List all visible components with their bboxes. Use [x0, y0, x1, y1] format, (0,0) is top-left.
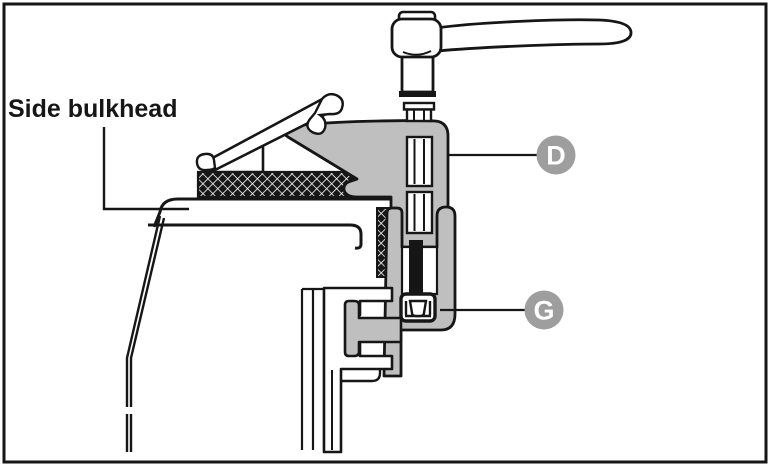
slot-lower-lines: [413, 194, 425, 231]
bulkhead-inner-wall-line: [129, 217, 166, 452]
callout-d-letter: D: [546, 141, 566, 171]
side-bulkhead-callout: Side bulkhead: [8, 95, 189, 211]
slot-lower: [405, 190, 434, 235]
nut-profile: [408, 299, 428, 318]
spacer-base: [399, 91, 436, 97]
bracket-lower-lip: [341, 369, 382, 383]
bulkhead-top-edge: [152, 197, 390, 228]
threaded-rod-assembly: [400, 240, 439, 296]
bulkhead-inner-panel: [300, 287, 326, 450]
callout-g: G: [440, 290, 564, 330]
locking-lever: [390, 10, 633, 123]
side-bulkhead-leader-line: [102, 127, 189, 211]
rail-hook-small: [195, 152, 217, 172]
clamp-slot-channel: [405, 135, 434, 235]
bulkhead-inner-flange: [148, 223, 363, 250]
slot-upper-lines: [413, 139, 425, 184]
callout-d: D: [449, 135, 576, 175]
lever-spacer-cylinder: [400, 53, 435, 94]
clamp-t-key: [343, 299, 403, 358]
side-bulkhead-cross-section: [125, 197, 390, 452]
hex-nut-facets: [413, 110, 425, 120]
clamp-nut-g: [399, 292, 437, 323]
slot-upper: [405, 135, 434, 188]
side-bulkhead-label: Side bulkhead: [8, 95, 177, 123]
callout-g-badge: [524, 290, 564, 330]
hex-nut: [402, 101, 436, 123]
callout-g-letter: G: [533, 296, 554, 326]
lever-arm: [434, 18, 633, 53]
bulkhead-top-cap: [152, 198, 390, 246]
callout-d-badge: [536, 135, 576, 175]
cover-rail: [195, 92, 344, 174]
boss-neck-line: [402, 50, 432, 56]
bulkhead-outer-wall-line: [125, 215, 162, 452]
lever-boss: [390, 17, 443, 59]
threaded-rod: [409, 240, 423, 295]
rail-hook-large: [306, 92, 344, 135]
hex-nut-body: [405, 108, 433, 123]
